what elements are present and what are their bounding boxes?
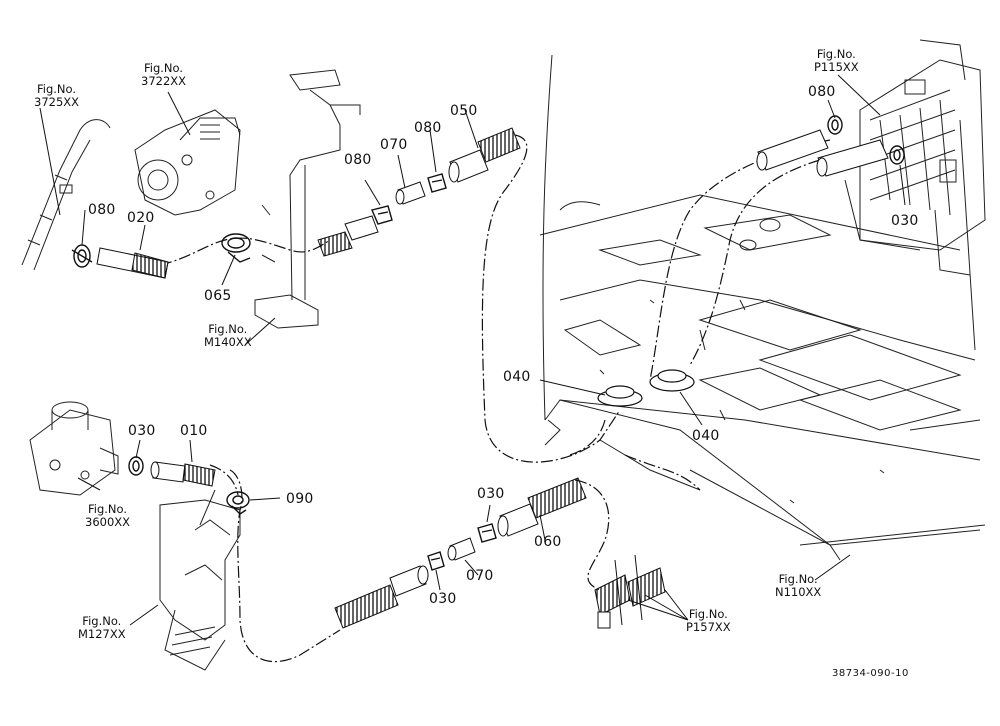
fig-ref-n110: Fig.No. N110XX [775, 573, 821, 599]
hose-050 [449, 128, 520, 182]
cable-lines [160, 135, 830, 662]
label-080: 080 [88, 202, 116, 218]
clip-030-lower [428, 552, 444, 570]
label-050: 050 [450, 103, 478, 119]
fig-number: N110XX [775, 585, 822, 599]
sleeve-070-lower [448, 538, 475, 560]
fig-number: P115XX [814, 60, 859, 74]
pump-assembly-3722 [135, 110, 240, 215]
label-065: 065 [204, 288, 232, 304]
spring-section-lower [335, 566, 428, 628]
label-090: 090 [286, 491, 314, 507]
fig-ref-3722: Fig.No. 3722XX [141, 62, 186, 88]
clip-080-right [828, 116, 842, 134]
hose-upper-right [757, 130, 888, 176]
label-020: 020 [127, 210, 155, 226]
label-040: 040 [503, 369, 531, 385]
fig-ref-m140: Fig.No. M140XX [204, 323, 252, 349]
fig-ref-3725: Fig.No. 3725XX [34, 83, 79, 109]
label-030: 030 [477, 486, 505, 502]
fig-ref-p115: Fig.No. P115XX [814, 48, 859, 74]
label-030: 030 [128, 423, 156, 439]
label-080: 080 [344, 152, 372, 168]
clamp-090 [227, 492, 249, 514]
bracket-m140 [255, 70, 360, 328]
fig-prefix: Fig.No. [88, 502, 128, 516]
fig-number: M127XX [78, 627, 126, 641]
fig-number: M140XX [204, 335, 252, 349]
hose-010 [151, 462, 215, 486]
hose-020 [97, 248, 168, 278]
pump-assembly-3725 [22, 120, 110, 270]
fig-number: 3725XX [34, 95, 80, 109]
label-080: 080 [808, 84, 836, 100]
pump-3600 [30, 402, 118, 495]
transmission-housing [845, 40, 985, 275]
fig-number: 3722XX [141, 74, 187, 88]
fig-prefix: Fig.No. [144, 61, 184, 75]
spring-section-upper [318, 216, 378, 256]
fig-ref-m127: Fig.No. M127XX [78, 615, 126, 641]
fig-prefix: Fig.No. [816, 47, 856, 61]
fig-prefix: Fig.No. [37, 82, 77, 96]
label-010: 010 [180, 423, 208, 439]
clip-080-upper [428, 174, 446, 192]
label-070: 070 [380, 137, 408, 153]
floor-panel [540, 55, 985, 560]
clip-080-left [72, 245, 92, 267]
hose-060 [498, 478, 586, 536]
fig-prefix: Fig.No. [208, 322, 248, 336]
sleeve-070-upper [396, 182, 425, 204]
spring-set-p157 [595, 555, 665, 628]
clip-030-mid [478, 524, 496, 542]
fig-ref-3600: Fig.No. 3600XX [85, 503, 130, 529]
label-040: 040 [692, 428, 720, 444]
label-060: 060 [534, 534, 562, 550]
leader-lines [40, 75, 905, 625]
fig-ref-p157: Fig.No. P157XX [686, 608, 731, 634]
clip-080-mid [372, 206, 392, 224]
pedal-m127 [160, 490, 240, 670]
label-030: 030 [429, 591, 457, 607]
fig-prefix: Fig.No. [778, 572, 818, 586]
fig-number: 3600XX [85, 515, 131, 529]
fig-prefix: Fig.No. [688, 607, 728, 621]
clip-030-right [890, 146, 904, 164]
grommet-040-left [598, 386, 642, 406]
label-030: 030 [891, 213, 919, 229]
clip-030-left [129, 457, 143, 475]
label-070: 070 [466, 568, 494, 584]
fig-number: P157XX [686, 620, 731, 634]
clamp-065 [222, 234, 250, 262]
grommet-040-right [650, 370, 694, 391]
diagram-id: 38734-090-10 [832, 668, 909, 679]
label-080: 080 [414, 120, 442, 136]
fig-prefix: Fig.No. [82, 614, 122, 628]
